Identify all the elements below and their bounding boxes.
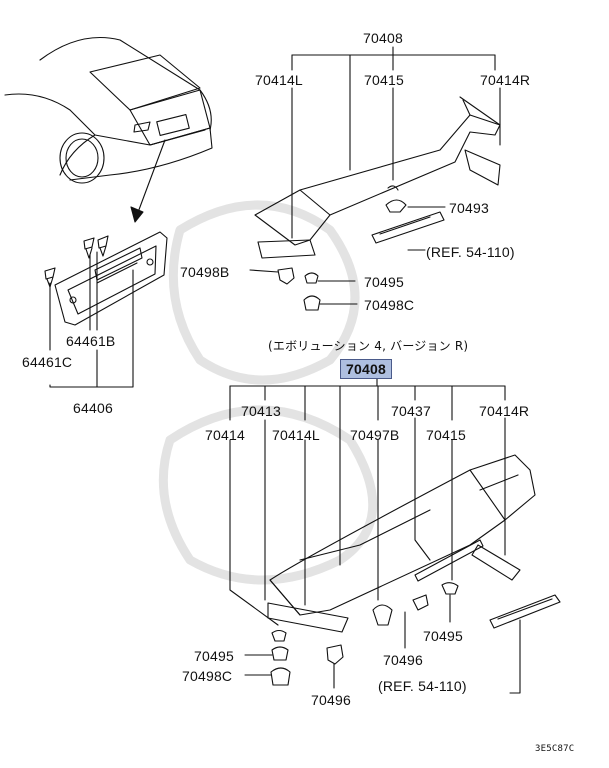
label-b-70496-left: 70496 [311, 692, 351, 708]
label-top-clip-70495: 70495 [364, 274, 404, 290]
bottom-stop-lamp [489, 594, 561, 629]
label-top-clip-70498c: 70498C [364, 297, 415, 313]
label-b-70414l: 70414L [272, 427, 320, 443]
top-rear-spoiler [254, 96, 501, 259]
bottom-rear-spoiler [269, 454, 536, 616]
diagram-code: 3E5C87C [535, 744, 575, 754]
label-top-spoiler-r: 70414R [480, 72, 531, 88]
label-plate-clip-c: 64461C [22, 354, 73, 370]
watermark-emblem [158, 200, 378, 585]
label-bottom-assembly-highlighted: 70408 [340, 359, 392, 379]
label-b-70414: 70414 [205, 427, 245, 443]
label-top-assembly: 70408 [363, 30, 403, 46]
label-b-70497b: 70497B [350, 427, 400, 443]
label-variant-note: (エボリューション 4, バージョン R) [268, 339, 469, 353]
bottom-clip-leaders [244, 594, 451, 689]
car-rear-illustration [4, 37, 213, 184]
plate-clips [44, 235, 109, 288]
top-clips [277, 185, 407, 311]
label-b-70413: 70413 [241, 403, 281, 419]
bottom-strips [267, 539, 521, 633]
label-top-clip-70498b: 70498B [180, 264, 230, 280]
label-b-70495-right: 70495 [423, 628, 463, 644]
plate-leader-lines [49, 251, 134, 388]
license-plate-garnish [54, 231, 168, 326]
label-b-70415: 70415 [426, 427, 466, 443]
top-stop-lamp [371, 211, 445, 244]
label-plate-garnish: 64406 [73, 400, 113, 416]
label-b-70496-right: 70496 [383, 652, 423, 668]
label-bottom-ref: (REF. 54-110) [378, 678, 467, 694]
callout-arrow [130, 139, 166, 223]
label-b-70414r: 70414R [479, 403, 530, 419]
label-b-70495-left: 70495 [194, 648, 234, 664]
top-clip-leaders [249, 269, 358, 305]
label-top-spoiler-l: 70414L [255, 72, 303, 88]
label-b-70437: 70437 [391, 403, 431, 419]
label-top-clip-70493: 70493 [449, 200, 489, 216]
label-b-70498c: 70498C [182, 668, 233, 684]
label-top-ref: (REF. 54-110) [426, 244, 515, 260]
bottom-clips [270, 582, 459, 686]
bottom-leader-lines [229, 376, 521, 694]
label-top-stop-lamp: 70415 [364, 72, 404, 88]
top-leader-lines [291, 46, 501, 251]
label-plate-clip-b: 64461B [66, 333, 116, 349]
